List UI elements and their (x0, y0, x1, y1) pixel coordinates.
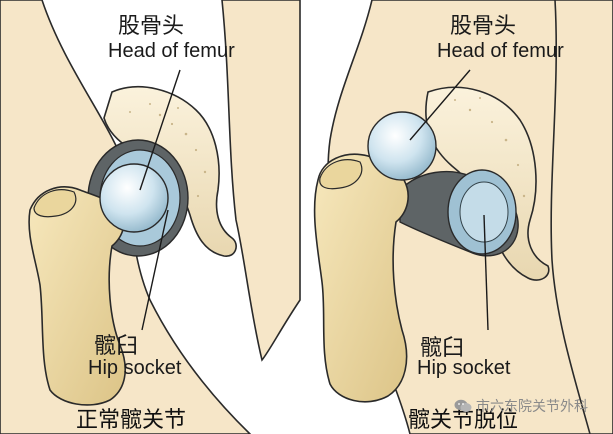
wechat-icon (454, 399, 472, 412)
watermark-text: 市六东院关节外科 (476, 399, 588, 415)
right-trochanter (319, 159, 363, 190)
left-skin-right (221, 0, 301, 362)
right-femoral-head-label-en: Head of femur (437, 40, 564, 62)
watermark: 市六东院关节外科 (454, 396, 588, 416)
left-socket-label-en: Hip socket (88, 357, 182, 379)
left-femur (28, 186, 126, 406)
right-head-leader (409, 69, 471, 141)
left-femoral-head-label-cn: 股骨头 (118, 14, 185, 39)
normal-hip-illustration (0, 0, 301, 434)
dislocated-hip-illustration (313, 0, 613, 434)
right-skin-inner (550, 0, 591, 434)
left-head-leader (139, 69, 181, 191)
right-socket-leader (483, 214, 489, 331)
left-femoral-head (99, 163, 169, 233)
left-socket-label-cn: 髋臼 (94, 334, 139, 359)
right-femoral-head-label-cn: 股骨头 (450, 14, 517, 39)
left-caption: 正常髋关节 (76, 408, 187, 433)
right-socket-inner (459, 181, 509, 243)
left-trochanter (33, 189, 77, 218)
right-socket-label-cn: 髋臼 (420, 336, 465, 361)
right-socket-label-en: Hip socket (417, 357, 511, 379)
left-socket-leader (141, 209, 169, 331)
right-femur (313, 153, 409, 403)
left-femoral-head-label-en: Head of femur (108, 40, 235, 62)
right-caption: 髋关节脱位 (408, 408, 519, 433)
